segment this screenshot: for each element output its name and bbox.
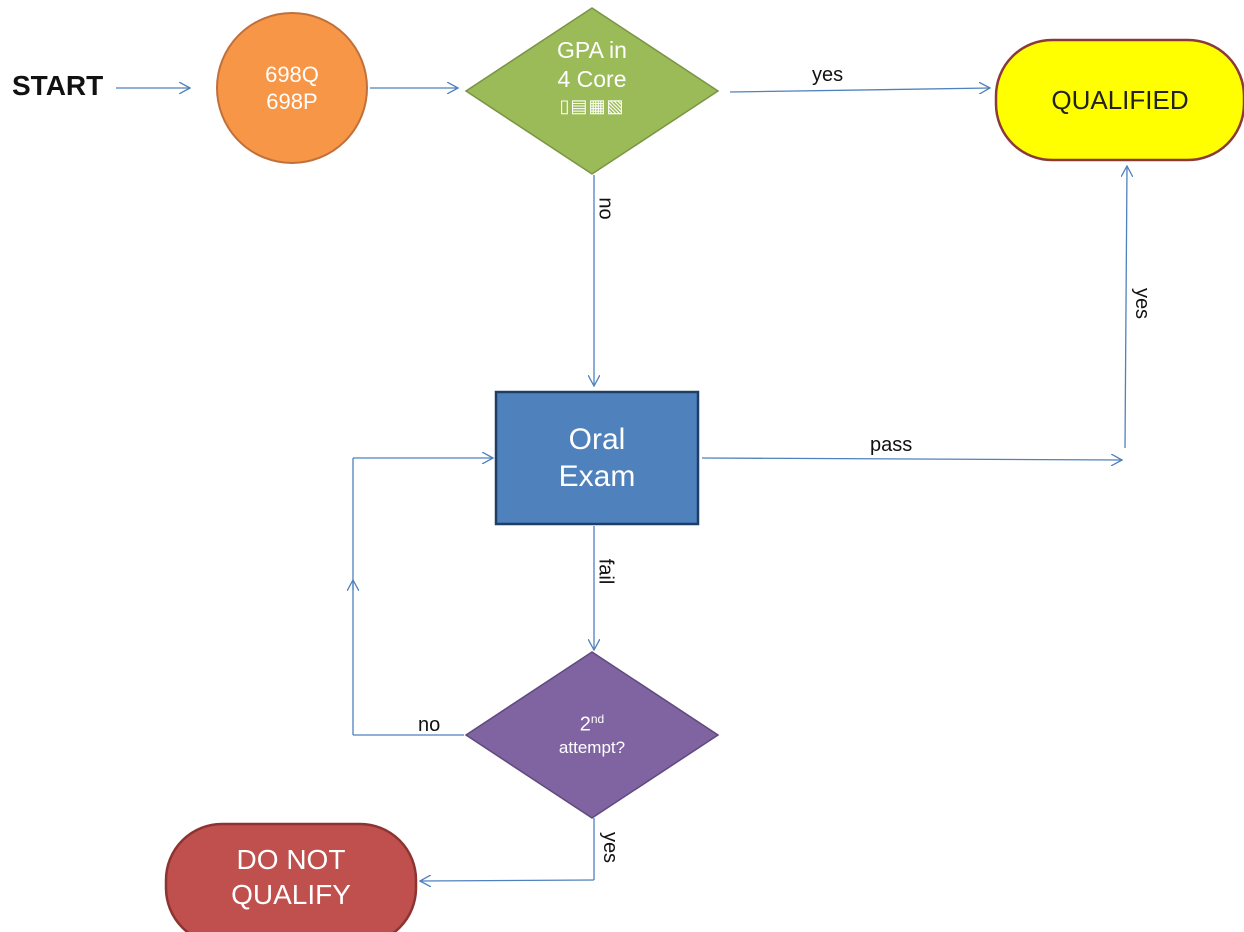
gpa-line3-glyphs: ▯▤▦▧ bbox=[559, 95, 625, 116]
start-label: START bbox=[12, 70, 104, 101]
courses-node[interactable]: 698Q 698P bbox=[217, 13, 367, 163]
gpa-decision-diamond bbox=[464, 7, 720, 175]
connector-gpa-yes-to-qualified bbox=[729, 88, 990, 92]
connector-pass-up-to-qualified bbox=[1125, 166, 1127, 449]
connector-attempt-yes-to-dnq bbox=[420, 880, 595, 881]
edge-label-gpa-yes: yes bbox=[812, 64, 844, 86]
oral-exam-node[interactable]: Oral Exam bbox=[496, 392, 698, 524]
courses-line2: 698P bbox=[266, 89, 318, 114]
oral-line2: Exam bbox=[558, 460, 636, 493]
oral-line1: Oral bbox=[568, 422, 626, 456]
attempt-ordinal-number: 2 bbox=[579, 713, 591, 736]
oral-exam-process bbox=[494, 390, 700, 526]
dnq-line1: DO NOT bbox=[236, 844, 346, 875]
dnq-line2: QUALIFY bbox=[231, 879, 351, 910]
attempt-line2: attempt? bbox=[558, 738, 626, 758]
qualified-node[interactable]: QUALIFIED bbox=[996, 40, 1244, 160]
attempt-ordinal-suffix: nd bbox=[590, 711, 605, 726]
edge-label-gpa-no: no bbox=[594, 197, 617, 220]
qualified-terminal bbox=[994, 38, 1244, 162]
edge-label-pass-up-yes: yes bbox=[1131, 287, 1154, 320]
gpa-line1: GPA in bbox=[557, 37, 627, 63]
attempt-decision-diamond bbox=[464, 651, 720, 819]
edge-label-oral-fail: fail bbox=[594, 558, 617, 585]
attempt-decision-node[interactable]: 2nd attempt? bbox=[522, 695, 662, 775]
attempt-ordinal: 2nd bbox=[580, 712, 604, 738]
gpa-decision-node[interactable]: GPA in 4 Core ▯▤▦▧ bbox=[512, 36, 672, 136]
courses-line1: 698Q bbox=[265, 61, 319, 87]
do-not-qualify-terminal bbox=[164, 822, 418, 932]
do-not-qualify-node[interactable]: DO NOT QUALIFY bbox=[166, 824, 416, 932]
edge-label-oral-pass: pass bbox=[870, 434, 913, 456]
edge-label-attempt-yes: yes bbox=[599, 831, 622, 864]
gpa-line2: 4 Core bbox=[557, 66, 627, 93]
qualified-label: QUALIFIED bbox=[1051, 84, 1189, 115]
courses-node-circle bbox=[216, 12, 368, 164]
connector-oral-pass bbox=[701, 458, 1122, 460]
edge-label-attempt-no: no bbox=[418, 714, 441, 736]
